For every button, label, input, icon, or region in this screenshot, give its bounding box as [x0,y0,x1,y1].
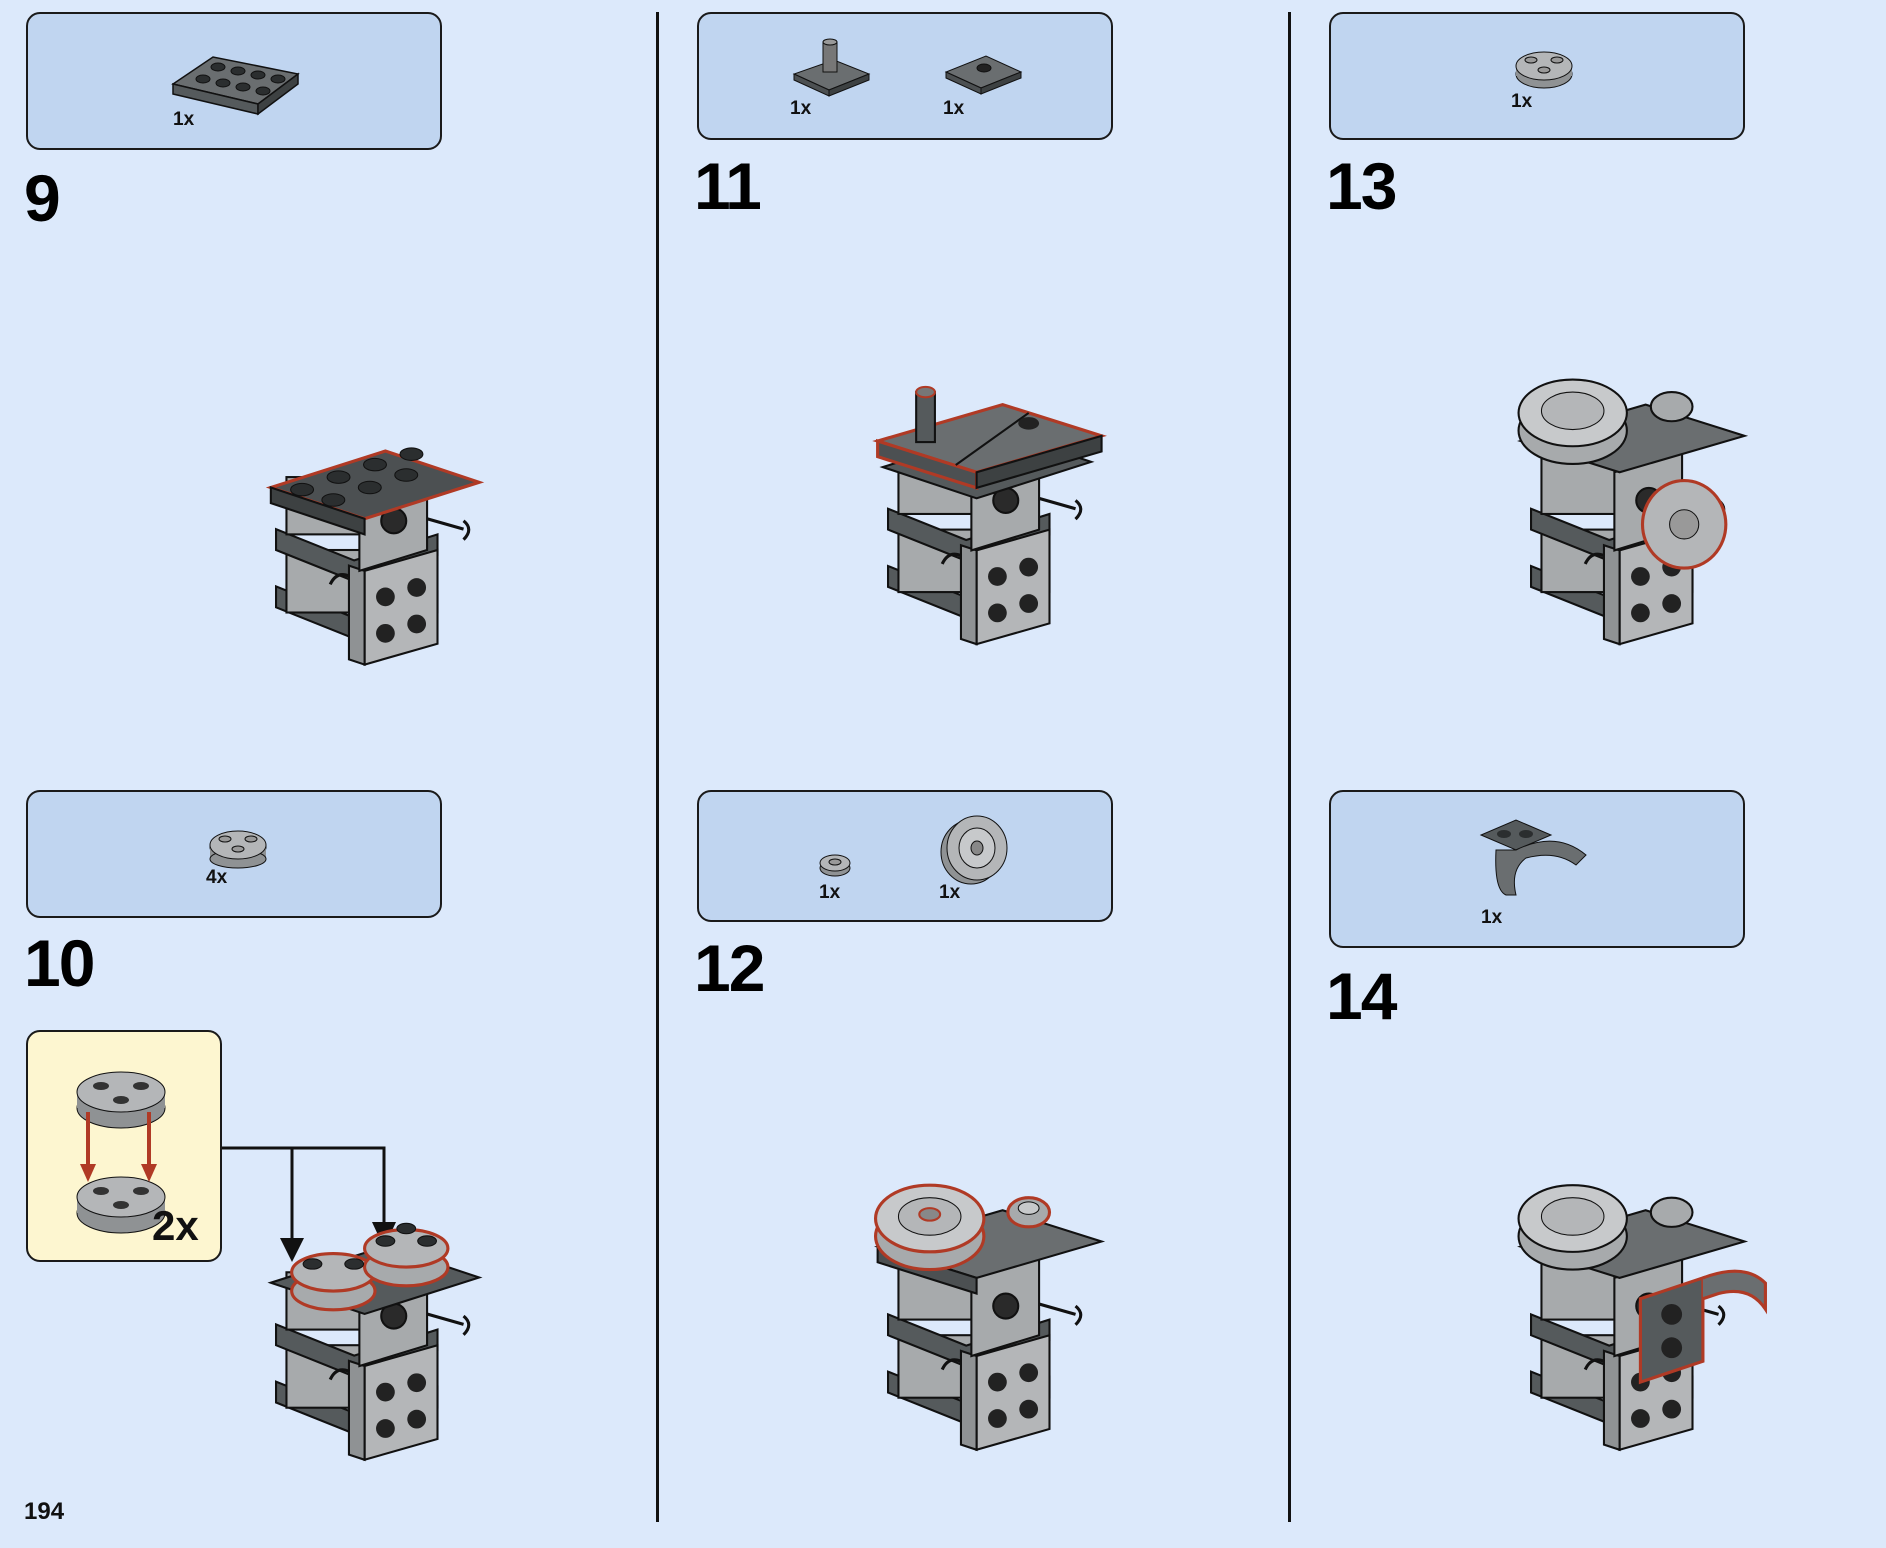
parts-callout-step-13: 1x [1329,12,1745,140]
tile-2x2-with-pin-dark-gray-icon [792,38,871,97]
parts-callout-step-10: 4x [26,790,442,918]
curved-bracket-plate-dark-gray-icon [1479,819,1587,896]
step-number: 14 [1326,959,1397,1033]
subassembly-qty: 2x [152,1202,199,1249]
column-divider-left [656,12,659,1522]
parts-callout-step-9: 1x [26,12,442,150]
round-plate-2x2-light-gray-icon [209,830,267,869]
step-number: 10 [24,926,95,1000]
assembly-model-step-11 [872,385,1107,646]
step-number: 13 [1326,149,1397,223]
part-qty: 1x [173,109,195,130]
part-qty: 1x [1481,907,1503,928]
part-qty: 4x [206,867,228,888]
part-qty: 1x [1511,91,1533,112]
step-number: 9 [24,161,61,235]
part-qty: 1x [939,882,961,903]
subassembly-callout: 2x [26,1030,222,1262]
part-qty: 1x [819,882,841,903]
column-divider-right [1288,12,1291,1522]
assembly-model-step-13 [1517,378,1749,646]
round-plate-2x2-light-gray-icon [1515,51,1573,89]
part-qty: 1x [790,98,812,119]
assembly-model-step-9 [265,447,485,667]
assembly-model-step-10 [267,1222,483,1462]
parts-callout-step-11: 1x 1x [697,12,1113,140]
wheel-rim-light-gray-icon [940,815,1008,885]
assembly-model-step-14 [1517,1184,1767,1452]
round-tile-1x1-light-gray-icon [819,854,851,877]
parts-callout-step-14: 1x [1329,790,1745,948]
step-number: 11 [694,149,762,223]
jumper-plate-2x2-dark-gray-icon [944,55,1023,95]
parts-callout-step-12: 1x 1x [697,790,1113,922]
round-plate-stack-icon [76,1071,166,1234]
plate-2x4-dark-gray-icon [171,56,300,116]
part-qty: 1x [943,98,965,119]
step-number: 12 [694,931,765,1005]
assembly-model-step-12 [873,1183,1106,1452]
page-number: 194 [24,1498,65,1525]
